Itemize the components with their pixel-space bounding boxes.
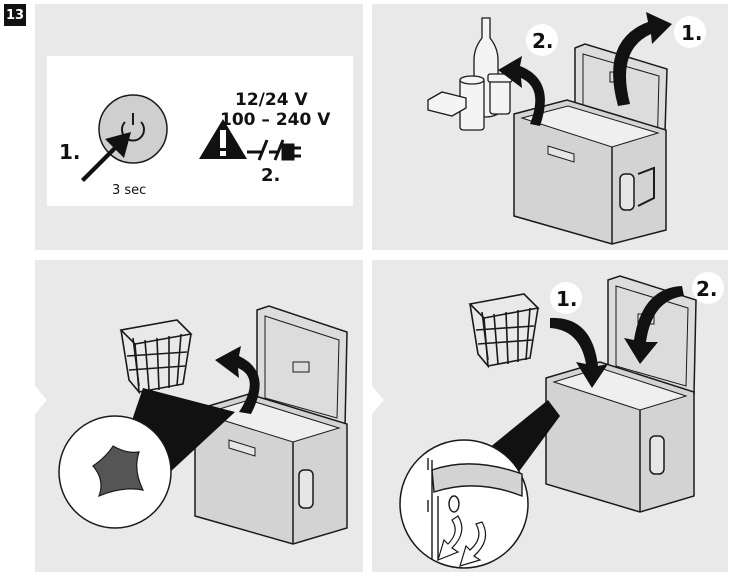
step1-label: 1.: [556, 287, 578, 311]
jar-icon: [488, 74, 512, 114]
step1-label: 1.: [59, 140, 81, 164]
cooler-handle: [299, 470, 313, 508]
flow-chevron-top: [363, 110, 383, 140]
panel-close-lid: 1. 2.: [372, 260, 728, 572]
flow-chevron: [35, 386, 47, 414]
panel-power-on: 1. 3 sec 12/24 V 100 – 240 V 2.: [35, 4, 363, 250]
flow-chevron: [372, 386, 384, 414]
step2-label: 2.: [532, 29, 554, 53]
cooler-handle: [620, 174, 634, 210]
basket-icon: [121, 320, 191, 392]
panel-cleaning: [35, 260, 363, 572]
basket-icon: [470, 294, 538, 366]
power-on-illustration: 1. 3 sec 12/24 V 100 – 240 V 2.: [35, 4, 363, 250]
step1-label: 1.: [681, 21, 703, 45]
voltage-ac: 100 – 240 V: [220, 110, 331, 130]
dc-ac-plug-icon: [247, 140, 301, 160]
press-arrow-icon: [81, 132, 131, 182]
cooler-handle: [650, 436, 664, 474]
step2-label: 2.: [696, 277, 718, 301]
panel-load-goods: 2. 1.: [372, 4, 728, 250]
duration-label: 3 sec: [112, 183, 146, 198]
cleaning-illustration: [35, 260, 363, 572]
step2-label: 2.: [261, 165, 280, 186]
seal-detail-callout: [400, 440, 528, 568]
figure-number: 13: [4, 4, 26, 26]
close-lid-illustration: 1. 2.: [372, 260, 728, 572]
load-goods-illustration: 2. 1.: [372, 4, 728, 250]
voltage-dc: 12/24 V: [235, 90, 308, 110]
